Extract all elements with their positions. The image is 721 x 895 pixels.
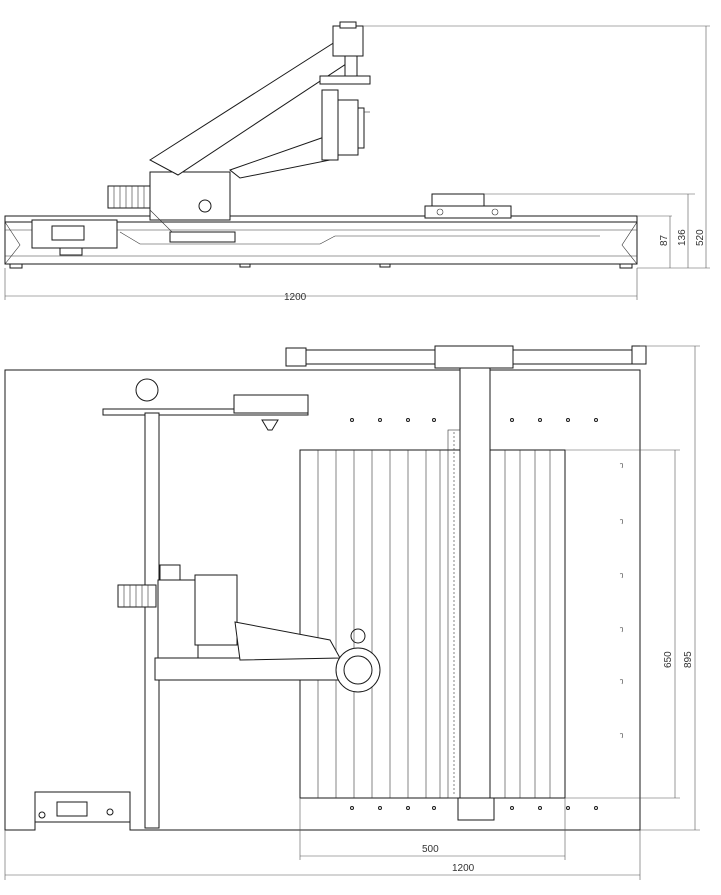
side-dim-136: 136 bbox=[677, 229, 688, 246]
top-arm-block bbox=[157, 579, 199, 661]
side-dim-520: 520 bbox=[695, 229, 706, 246]
side-dimensions: 1200 87 136 520 bbox=[4, 25, 710, 303]
side-knob bbox=[198, 199, 212, 213]
top-spring-pack bbox=[117, 584, 157, 608]
side-arm-base bbox=[149, 171, 231, 221]
side-carriage bbox=[431, 193, 485, 207]
side-head-body bbox=[337, 99, 359, 156]
top-edge-markers bbox=[619, 463, 623, 739]
top-knob bbox=[135, 378, 159, 402]
top-dim-895: 895 bbox=[683, 651, 694, 668]
top-dim-1200: 1200 bbox=[452, 863, 475, 874]
top-dimensions: 650 895 500 1200 bbox=[4, 345, 700, 880]
top-scale-strip bbox=[447, 429, 461, 799]
side-head-left bbox=[321, 89, 339, 161]
side-top-rail bbox=[4, 215, 638, 223]
side-display bbox=[51, 225, 85, 241]
top-dim-650: 650 bbox=[663, 651, 674, 668]
side-dim-1200: 1200 bbox=[284, 292, 307, 303]
top-rib-table bbox=[299, 449, 566, 799]
side-top-pivot bbox=[332, 25, 364, 57]
top-dim-500: 500 bbox=[422, 844, 439, 855]
top-carriage-beam bbox=[459, 347, 491, 819]
top-ring-head bbox=[335, 647, 381, 693]
side-spring-pack bbox=[107, 185, 151, 209]
top-column bbox=[144, 412, 160, 829]
side-dim-87: 87 bbox=[659, 234, 670, 246]
top-hole-rows bbox=[350, 418, 598, 810]
side-lower-link bbox=[228, 134, 331, 179]
top-display bbox=[56, 801, 88, 817]
side-view: 1200 87 136 520 bbox=[4, 21, 710, 303]
top-view: 650 895 500 1200 bbox=[4, 345, 700, 880]
